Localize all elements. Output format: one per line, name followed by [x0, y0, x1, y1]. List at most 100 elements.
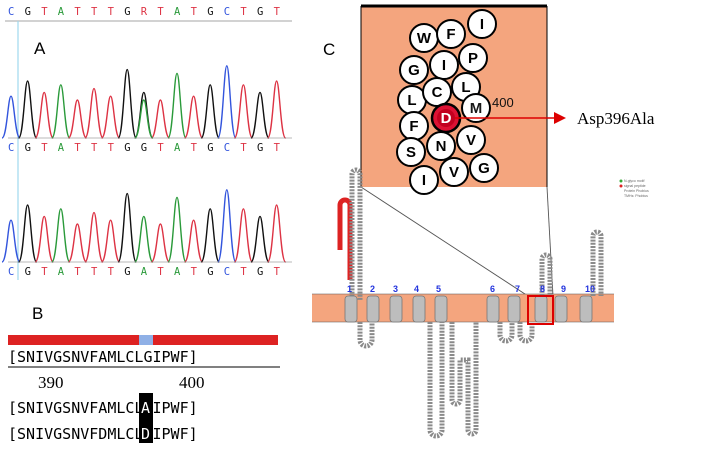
tm-number-8: 8 — [540, 284, 545, 294]
wildtype-base-17: T — [274, 266, 281, 278]
wildtype-base-13: G — [207, 266, 213, 278]
header-base-16: G — [257, 6, 263, 18]
mutant-peak-secondary — [134, 99, 154, 139]
residue-chain — [337, 167, 604, 439]
wildtype-peak-14 — [217, 189, 237, 263]
zoom-residue-letter-1: W — [417, 30, 432, 47]
wildtype-peak-17 — [266, 204, 287, 263]
tm-helix-6 — [486, 295, 500, 323]
zoom-connector-left — [360, 186, 529, 297]
wildtype-base-9: A — [141, 266, 148, 278]
mutant-peak-1 — [1, 95, 21, 139]
wildtype-peak-8 — [117, 192, 137, 263]
cytoplasmic-loop-hairpin — [449, 322, 479, 437]
wildtype-peak-10 — [150, 223, 171, 263]
mutant-peak-13 — [200, 84, 220, 139]
mutant-base-2: G — [25, 142, 31, 154]
chain-loop — [590, 229, 604, 296]
legend: N-glyco motif signal peptide Protein Pho… — [619, 179, 649, 198]
signal-peptide — [337, 197, 353, 280]
tm-number-9: 9 — [561, 284, 566, 294]
zoom-residue-g-18 — [469, 153, 499, 183]
mutant-base-14: C — [224, 142, 230, 154]
zoom-residue-letter-13: S — [406, 144, 416, 161]
tm-helix-7 — [507, 295, 521, 323]
legend-glyco: N-glyco motif — [624, 179, 644, 183]
tm-helix-5 — [434, 295, 448, 323]
wildtype-peak-13 — [200, 208, 220, 263]
mutant-peak-15 — [233, 84, 254, 139]
conservation-highlight — [139, 335, 153, 345]
mutant-base-5: T — [74, 142, 81, 154]
mutant-base-16: G — [257, 142, 263, 154]
wildtype-base-10: T — [157, 266, 164, 278]
legend-signal: signal peptide — [624, 184, 646, 188]
zoom-residue-letter-4: G — [408, 62, 420, 79]
header-base-10: T — [157, 6, 164, 18]
zoom-residue-letter-12: M — [470, 100, 483, 117]
zoom-residue-letter-2: F — [446, 26, 455, 43]
mutant-peak-2 — [17, 80, 38, 139]
tm-number-2: 2 — [370, 284, 375, 294]
zoom-residue-letter-8: C — [432, 84, 443, 101]
header-base-8: G — [124, 6, 130, 18]
mutant-peak-12 — [183, 95, 204, 139]
wildtype-peak-9 — [134, 215, 154, 263]
wildtype-base-7: T — [108, 266, 115, 278]
wildtype-peak-11 — [167, 196, 187, 263]
header-base-12: T — [191, 6, 198, 18]
header-base-13: G — [207, 6, 213, 18]
zoom-residue-p-6 — [458, 43, 488, 73]
wildtype-base-6: T — [91, 266, 98, 278]
chromatogram-wildtype — [1, 189, 292, 263]
tm-number-3: 3 — [393, 284, 398, 294]
legend-signal-marker — [619, 184, 623, 188]
legend-tmhs: TMHs: Phobius — [624, 194, 648, 198]
legend-phobius: Protein Phobius — [624, 189, 649, 193]
wildtype-peak-4 — [51, 208, 71, 263]
zoom-position-label: 400 — [492, 95, 514, 110]
position-400: 400 — [179, 373, 205, 392]
mutant-peak-16 — [250, 91, 270, 139]
zoom-residue-letter-10: F — [409, 118, 418, 135]
header-base-14: C — [224, 6, 230, 18]
tm-number-1: 1 — [347, 284, 352, 294]
cytoplasmic-loop-8 — [517, 322, 535, 344]
mutant-base-8: G — [124, 142, 130, 154]
zoom-residue-letter-18: G — [478, 160, 490, 177]
zoom-residue-f-2 — [436, 19, 466, 49]
header-base-17: T — [274, 6, 281, 18]
wildtype-peak-5 — [67, 223, 88, 263]
zoom-residue-letter-9: L — [461, 79, 470, 96]
mutant-base-1: C — [8, 142, 14, 154]
alignment-row-wildtype: [SNIVGSNVFDMLCLGIPWF] — [8, 425, 198, 443]
header-base-15: T — [240, 6, 247, 18]
zoom-residue-letter-5: I — [442, 57, 446, 74]
header-base-2: G — [25, 6, 31, 18]
wildtype-peak-1 — [1, 219, 21, 263]
mutant-peak-5 — [67, 99, 88, 139]
header-base-4: A — [58, 6, 65, 18]
wildtype-base-16: G — [257, 266, 263, 278]
variant-residue-d: D — [141, 425, 150, 443]
wildtype-base-8: G — [124, 266, 130, 278]
zoom-residue-g-4 — [399, 55, 429, 85]
tm-helix-4 — [412, 295, 426, 323]
zoom-residue-letter-15: V — [466, 132, 476, 149]
mutant-peak-6 — [84, 87, 104, 139]
wildtype-peak-2 — [17, 204, 38, 263]
chain-loop — [539, 252, 553, 296]
cytoplasmic-loop-short — [357, 322, 375, 349]
wildtype-peak-15 — [233, 208, 254, 263]
mutant-base-9: G — [141, 142, 147, 154]
alignment-row-mutant: [SNIVGSNVFAMLCLGIPWF] — [8, 399, 198, 417]
mutant-peak-4 — [51, 84, 71, 139]
mutant-peak-8 — [117, 68, 137, 139]
tm-helix-8 — [534, 295, 548, 323]
